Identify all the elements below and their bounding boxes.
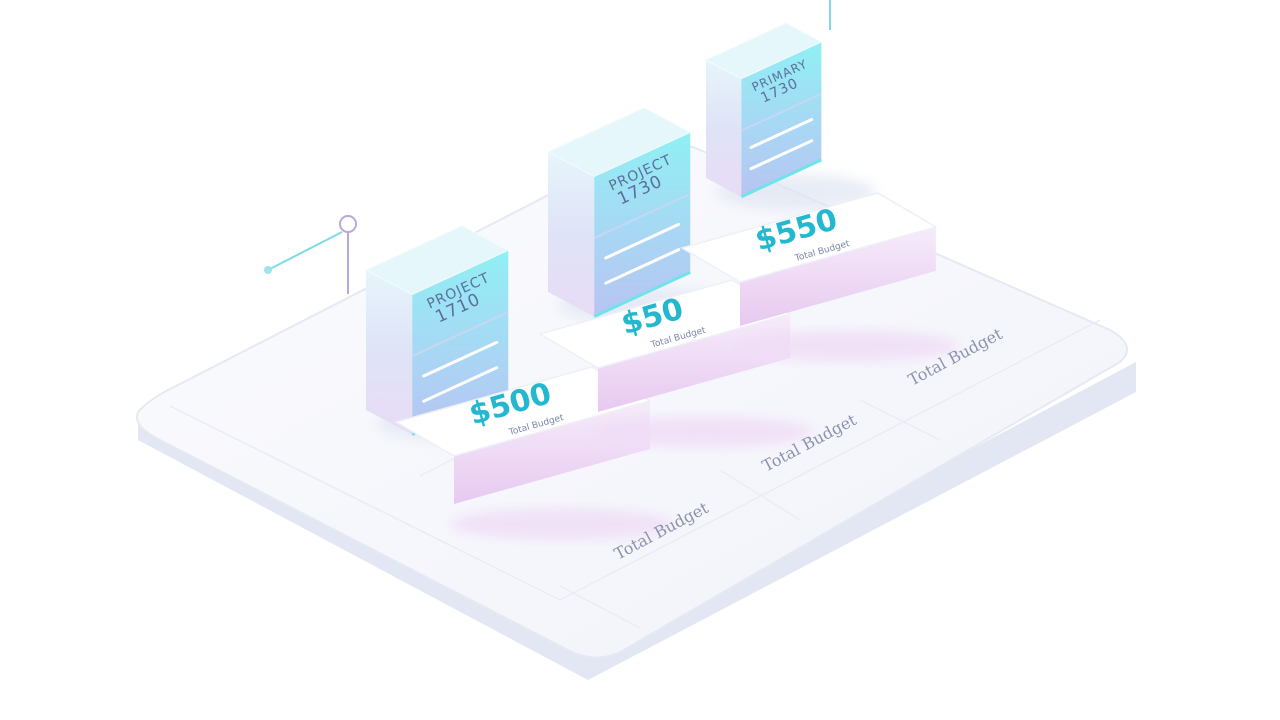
server-top-face — [704, 22, 823, 80]
price-card-side — [740, 226, 936, 326]
price-card-top — [680, 192, 938, 283]
server-side-face — [706, 60, 742, 197]
server-top-face — [364, 225, 510, 296]
price-card-top — [538, 279, 792, 369]
server-top-face — [546, 107, 692, 178]
server-slot-line — [604, 248, 681, 285]
server-slot-line — [422, 340, 499, 378]
server-front-face — [594, 132, 691, 317]
server-slot-line — [604, 222, 681, 260]
server-side-face — [366, 270, 413, 435]
connector-left — [264, 215, 357, 294]
price-card-side — [598, 314, 790, 412]
server-side-face — [548, 152, 595, 317]
server-front-face — [412, 250, 509, 435]
server-slot-line — [749, 117, 814, 149]
price-card-top — [394, 366, 652, 457]
server-slot-line — [749, 139, 814, 171]
server-slot-line — [422, 366, 499, 403]
server-front-face — [741, 41, 822, 197]
